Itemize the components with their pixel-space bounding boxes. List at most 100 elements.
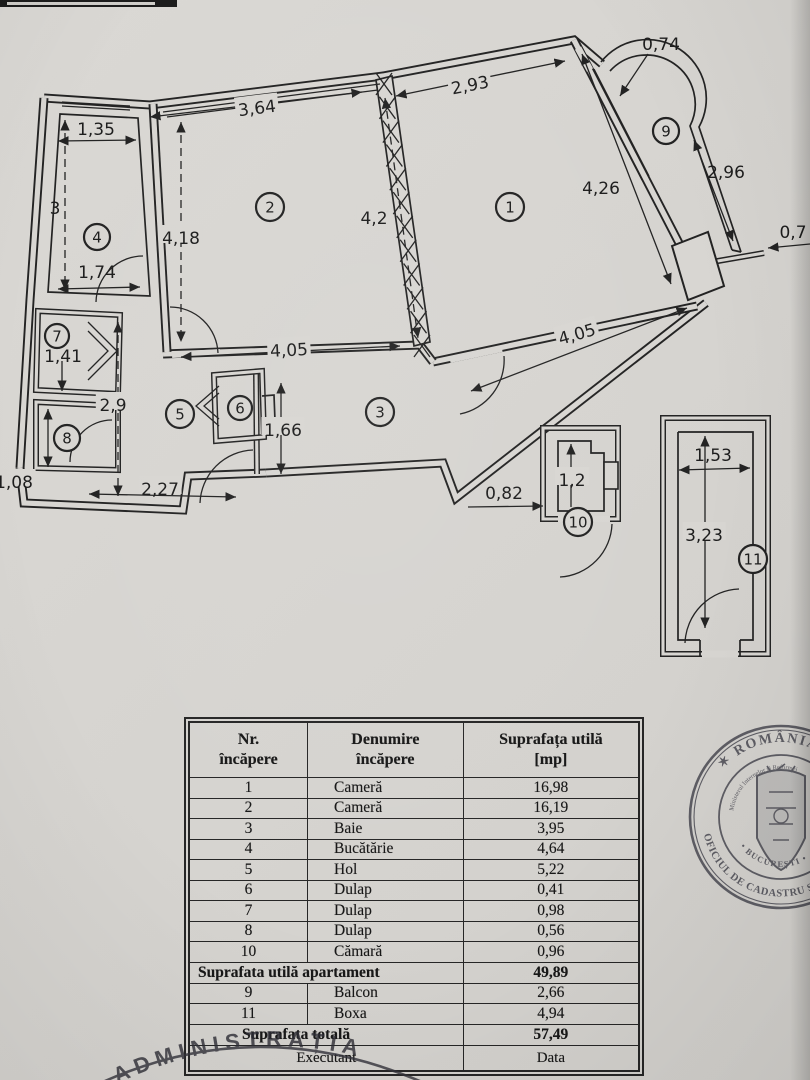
svg-text:10: 10 bbox=[568, 513, 587, 531]
table-cell: 0,41 bbox=[462, 879, 640, 901]
table-cell: 5,22 bbox=[462, 859, 640, 881]
dimension-label: 4,18 bbox=[159, 225, 203, 249]
table-cell: Cameră bbox=[307, 777, 464, 799]
dimension-label: 1,35 bbox=[77, 120, 115, 140]
floor-plan-svg: 1,3531,743,644,182,934,20,744,262,960,74… bbox=[0, 35, 810, 658]
room-number-8: 8 bbox=[52, 423, 82, 453]
table-cell: 10 bbox=[188, 941, 309, 963]
svg-text:1,35: 1,35 bbox=[77, 120, 115, 140]
table-cell: 4,64 bbox=[462, 838, 640, 860]
table-cell: Cameră bbox=[307, 797, 464, 819]
svg-text:4,05: 4,05 bbox=[556, 320, 598, 350]
table-cell: 3,95 bbox=[462, 818, 640, 840]
scan-artifact-top-bar bbox=[0, 0, 177, 7]
dimension-label: 1,2 bbox=[554, 467, 590, 491]
storage-room-10 bbox=[540, 425, 621, 578]
room-number-7: 7 bbox=[43, 322, 71, 350]
svg-text:1,2: 1,2 bbox=[558, 471, 585, 491]
dimension-label: 2,96 bbox=[707, 163, 745, 183]
dimension-label: 0,74 bbox=[642, 35, 680, 55]
dimension-label: 2,9 bbox=[95, 392, 131, 416]
dimension-label: 1,74 bbox=[78, 263, 116, 283]
room-number-9: 9 bbox=[651, 116, 681, 146]
table-cell: 5 bbox=[188, 859, 309, 881]
table-cell: Dulap bbox=[307, 920, 464, 942]
table-cell: 16,19 bbox=[462, 797, 640, 819]
table-cell: Executant bbox=[188, 1044, 464, 1071]
dimension-label: 1,08 bbox=[0, 469, 36, 493]
svg-text:4,26: 4,26 bbox=[582, 179, 620, 199]
table-cell: Data bbox=[462, 1044, 640, 1071]
svg-text:6: 6 bbox=[235, 399, 245, 417]
table-cell: Suprafata utilă apartament bbox=[188, 961, 464, 984]
svg-text:11: 11 bbox=[743, 550, 762, 568]
dimension-label: 3 bbox=[50, 199, 61, 219]
table-cell: Bucătărie bbox=[307, 838, 464, 860]
table-cell: 11 bbox=[188, 1003, 309, 1025]
table-cell: 3 bbox=[188, 818, 309, 840]
svg-text:2: 2 bbox=[265, 198, 275, 216]
svg-text:2,96: 2,96 bbox=[707, 163, 745, 183]
table-cell: 0,98 bbox=[462, 900, 640, 922]
svg-text:5: 5 bbox=[175, 405, 185, 423]
svg-text:9: 9 bbox=[661, 122, 671, 140]
dimension-label: 1,53 bbox=[694, 446, 732, 466]
svg-text:4,18: 4,18 bbox=[162, 229, 200, 249]
table-cell: 2,66 bbox=[462, 982, 640, 1004]
dimension-label: 2,93 bbox=[446, 68, 493, 99]
svg-text:3: 3 bbox=[50, 199, 61, 219]
svg-text:1,66: 1,66 bbox=[264, 421, 302, 441]
table-cell: 4 bbox=[188, 838, 309, 860]
table-cell: 0,56 bbox=[462, 920, 640, 942]
room-number-1: 1 bbox=[494, 191, 526, 223]
table-cell: 0,96 bbox=[462, 941, 640, 963]
dimension-label: 3,23 bbox=[682, 522, 726, 546]
table-cell: 49,89 bbox=[462, 961, 640, 984]
dimension-label: 4,2 bbox=[356, 205, 392, 229]
room-number-2: 2 bbox=[254, 191, 286, 223]
stamp-ministry-text: Ministerul Internelor și Reformei bbox=[728, 764, 798, 811]
table-header-cell: Nr.încăpere bbox=[188, 721, 309, 778]
dimension-label: 1,66 bbox=[261, 417, 305, 441]
room-number-4: 4 bbox=[82, 222, 112, 252]
dimension-label: 4,05 bbox=[266, 335, 311, 362]
room-number-6: 6 bbox=[226, 394, 254, 422]
room-number-10: 10 bbox=[562, 506, 594, 538]
dimension-labels: 1,3531,743,644,182,934,20,744,262,960,74… bbox=[0, 35, 807, 546]
svg-text:1: 1 bbox=[505, 198, 515, 216]
svg-text:1,74: 1,74 bbox=[78, 263, 116, 283]
box-room-11 bbox=[660, 415, 771, 658]
dimension-label: 0,7 bbox=[779, 223, 806, 243]
svg-text:4,2: 4,2 bbox=[360, 209, 387, 229]
dimension-label: 3,64 bbox=[233, 92, 280, 121]
table-cell: 9 bbox=[188, 982, 309, 1004]
svg-text:0,82: 0,82 bbox=[485, 484, 523, 504]
table-cell: 1 bbox=[188, 777, 309, 799]
room-numbers: 1 2 3 4 5 6 7 8 9 10 11 bbox=[43, 116, 769, 575]
table-cell: Dulap bbox=[307, 879, 464, 901]
svg-text:Ministerul Internelor și Refor: Ministerul Internelor și Reformei bbox=[728, 764, 798, 811]
svg-text:4: 4 bbox=[92, 228, 102, 246]
room-number-5: 5 bbox=[164, 398, 196, 430]
svg-text:1,08: 1,08 bbox=[0, 473, 33, 493]
svg-text:3,64: 3,64 bbox=[237, 97, 277, 121]
table-cell: Suprafata totală bbox=[188, 1023, 464, 1046]
wall-pillar bbox=[670, 230, 726, 302]
table-cell: 57,49 bbox=[462, 1023, 640, 1046]
svg-text:7: 7 bbox=[52, 327, 62, 345]
svg-text:0,7: 0,7 bbox=[779, 223, 806, 243]
table-cell: Balcon bbox=[307, 982, 464, 1004]
